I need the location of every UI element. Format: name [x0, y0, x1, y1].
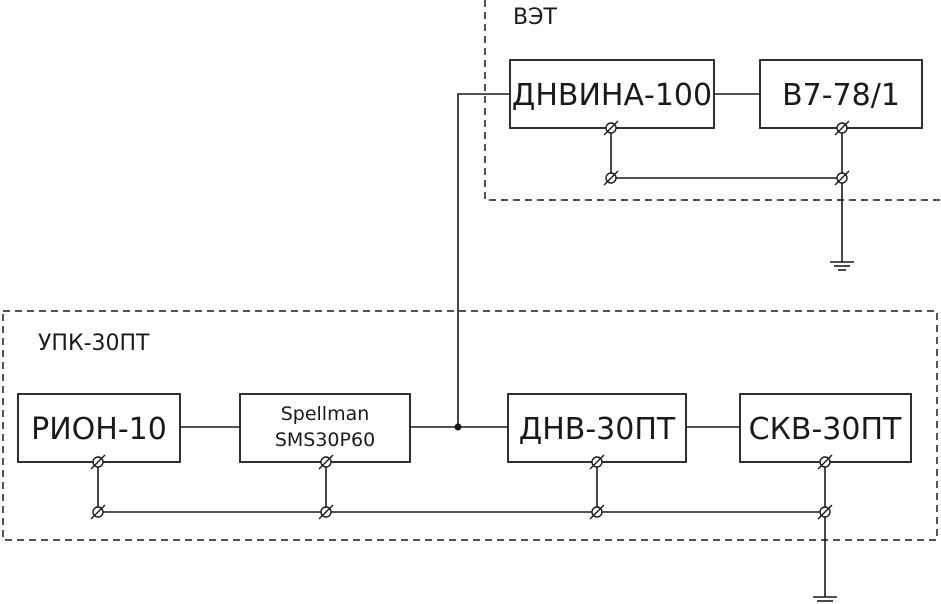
terminal-icon — [90, 454, 106, 470]
earth-ground-icon — [813, 596, 837, 602]
block-spellman — [239, 393, 411, 463]
block-v7 — [759, 59, 923, 129]
block-dnv-label: ДНВ-30ПТ — [519, 412, 676, 447]
terminal-icon — [603, 120, 619, 136]
terminal-icon — [318, 504, 334, 520]
vet-group-label: ВЭТ — [513, 5, 557, 30]
signal-wire-dnvina — [457, 93, 510, 427]
terminal-icon — [817, 454, 833, 470]
block-dnv — [507, 393, 687, 463]
terminal-icon — [817, 504, 833, 520]
upk-group-boundary — [2, 310, 938, 541]
block-spellman-label-2: SMS30P60 — [275, 429, 375, 451]
block-skv-label: СКВ-30ПТ — [749, 412, 902, 447]
upk-group-label: УПК-30ПТ — [38, 331, 150, 356]
block-rion — [17, 393, 181, 463]
terminal-icon — [318, 454, 334, 470]
terminal-icon — [589, 504, 605, 520]
block-rion-label: РИОН-10 — [31, 412, 167, 447]
block-spellman-label-1: Spellman — [281, 403, 370, 425]
terminal-icon — [589, 454, 605, 470]
earth-ground-icon — [830, 261, 854, 271]
terminal-icon — [90, 504, 106, 520]
vet-group-boundary — [484, 0, 941, 201]
junction-dot — [454, 423, 462, 431]
block-dnvina-label: ДНВИНА-100 — [512, 78, 712, 113]
terminal-icon — [603, 170, 619, 186]
block-v7-label: В7-78/1 — [782, 78, 900, 113]
block-skv — [739, 393, 912, 463]
terminal-icon — [834, 120, 850, 136]
block-dnvina — [509, 59, 715, 129]
terminal-icon — [834, 170, 850, 186]
